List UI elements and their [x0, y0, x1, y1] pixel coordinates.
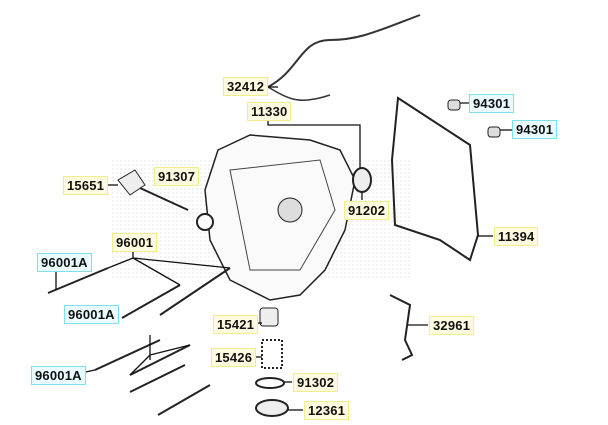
part-label-94301[interactable]: 94301	[511, 120, 558, 139]
part-label-96001a[interactable]: 96001A	[37, 253, 92, 272]
part-label-15651[interactable]: 15651	[62, 176, 109, 195]
part-label-91202[interactable]: 91202	[343, 201, 390, 220]
gasket-part	[390, 96, 480, 262]
part-label-94301[interactable]: 94301	[468, 94, 515, 113]
part-label-15426[interactable]: 15426	[210, 348, 257, 367]
part-label-96001a[interactable]: 96001A	[64, 305, 119, 324]
part-label-91307[interactable]: 91307	[153, 167, 200, 186]
cable-part	[267, 14, 421, 88]
part-label-96001a[interactable]: 96001A	[31, 366, 86, 385]
bolts-group	[47, 267, 231, 416]
part-label-12361[interactable]: 12361	[303, 401, 350, 420]
part-label-96001[interactable]: 96001	[111, 233, 158, 252]
part-label-32961[interactable]: 32961	[428, 316, 475, 335]
part-label-32412[interactable]: 32412	[222, 77, 269, 96]
part-label-11394[interactable]: 11394	[493, 227, 539, 246]
part-label-11330[interactable]: 11330	[246, 102, 292, 121]
oil-seal-part	[352, 167, 372, 193]
part-label-91302[interactable]: 91302	[292, 373, 339, 392]
part-label-15421[interactable]: 15421	[212, 315, 259, 334]
